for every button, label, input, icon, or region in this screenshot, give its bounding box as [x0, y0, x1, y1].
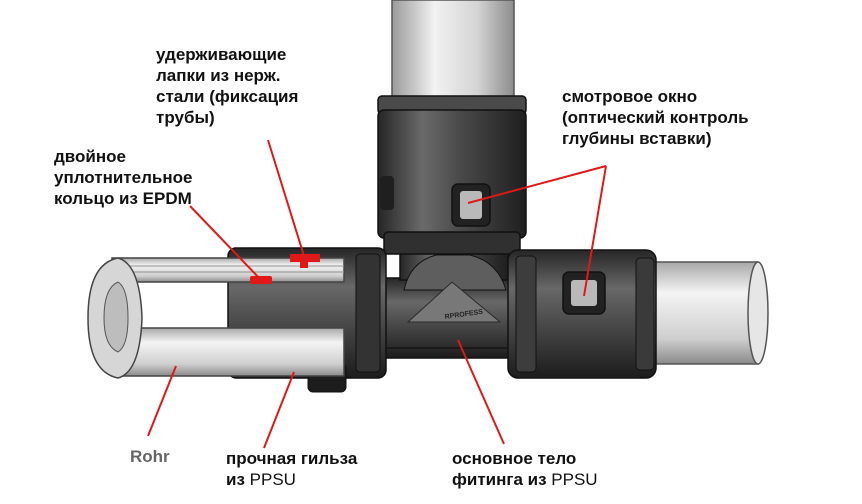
right-pipe [639, 261, 769, 365]
label-sleeve: прочная гильза из PPSU [226, 448, 357, 490]
label-pipe: Rohr [130, 447, 170, 466]
label-line: двойное [54, 147, 126, 166]
label-line: уплотнительное [54, 168, 193, 187]
left-pipe [87, 257, 345, 379]
top-sleeve [377, 95, 527, 255]
label-line: (оптический контроль [562, 108, 749, 127]
label-fitting-body: основное тело фитинга из PPSU [452, 448, 598, 490]
pointer-ring [189, 205, 263, 282]
label-line: глубины вставки) [562, 129, 712, 148]
top-inspection-window [451, 183, 491, 227]
label-inspection-window: смотровое окно (оптический контроль глуб… [562, 86, 749, 149]
label-line: стали (фиксация [156, 87, 299, 106]
pointer-sleeve [263, 371, 295, 449]
pointer-body [457, 339, 505, 445]
brand-logo-icon [406, 281, 502, 323]
pointer-window-right [583, 165, 607, 297]
label-line: основное тело [452, 449, 577, 468]
label-line: из PPSU [226, 469, 357, 490]
label-word: фитинга из [452, 470, 547, 489]
pointer-claws [267, 139, 305, 257]
stainless-claws [290, 254, 320, 268]
pointer-window-top [467, 165, 607, 204]
label-word: из [226, 470, 245, 489]
label-line: удерживающие [156, 45, 287, 64]
label-line: прочная гильза [226, 449, 358, 468]
pointer-lines [147, 139, 607, 449]
top-pipe [391, 0, 515, 109]
label-material: PPSU [551, 470, 598, 489]
label-line: лапки из нерж. [156, 66, 281, 85]
label-line: кольцо из EPDM [54, 189, 192, 208]
pointer-pipe [147, 365, 177, 437]
label-line: фитинга из PPSU [452, 469, 598, 490]
label-seal-ring: двойное уплотнительное кольцо из EPDM [54, 146, 192, 209]
label-line: трубы) [156, 108, 215, 127]
label-line: смотровое окно [562, 87, 698, 106]
label-material: PPSU [249, 470, 296, 489]
label-stainless-claws: удерживающие лапки из нерж. стали (фикса… [156, 44, 298, 128]
